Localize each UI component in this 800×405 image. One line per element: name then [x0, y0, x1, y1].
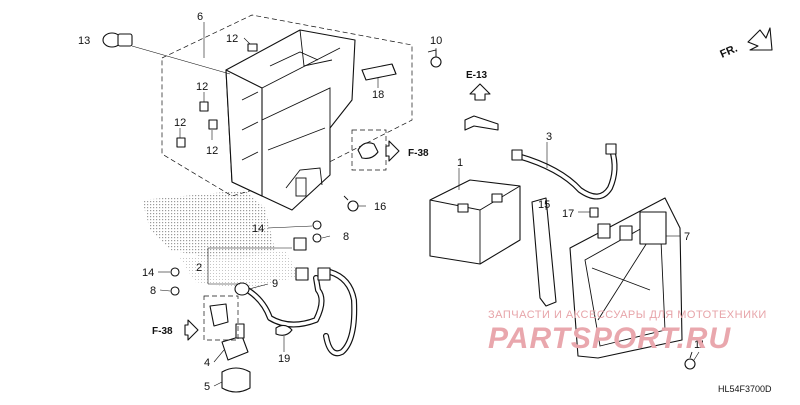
strap-part-15: [531, 197, 557, 307]
f38-left-arrow: [184, 319, 199, 341]
callout-5: 5: [204, 381, 210, 393]
callout-9: 9: [272, 278, 278, 290]
watermark-caption: ЗАПЧАСТИ И АКСЕССУАРЫ ДЛЯ МОТОТЕХНИКИ: [488, 309, 767, 321]
washer-part-8-upper: [312, 233, 322, 243]
terminal-cover-part-2b: [295, 267, 309, 281]
callout-16: 16: [374, 201, 386, 213]
front-direction-indicator: FR.: [718, 27, 773, 61]
f38-right-reference: [351, 129, 400, 171]
callout-14-lower: 14: [142, 267, 154, 279]
battery-cable-part-3: [511, 143, 618, 200]
relay-terminal: [235, 323, 245, 339]
callout-18: 18: [372, 89, 384, 101]
nut-part-14-upper: [312, 220, 322, 230]
relay-cover-part-5: [221, 367, 251, 393]
clip-part-12-c: [176, 137, 186, 148]
f38-left-connector: [209, 303, 229, 327]
battery-tray-part-7: [569, 197, 683, 359]
front-label: FR.: [718, 43, 739, 61]
terminal-cover-part-2c: [317, 267, 331, 281]
callout-14-upper: 14: [252, 223, 264, 235]
bolt-part-10: [427, 49, 442, 68]
leader-lines: [158, 22, 700, 387]
e13-reference: [464, 83, 499, 131]
battery-part-1: [429, 179, 521, 265]
callout-13: 13: [78, 35, 90, 47]
callout-12-b: 12: [196, 81, 208, 93]
background-logo-watermark: [142, 190, 300, 290]
washer-part-8-lower: [170, 286, 180, 296]
battery-box-part-6: [225, 29, 356, 211]
callout-numbers: 1 2 3 4 5 6 7 8 8 9 10 11 12 12 12 12 13…: [78, 11, 705, 393]
callout-6: 6: [197, 11, 203, 23]
pad-part-18: [361, 63, 397, 81]
watermark-logo-text: PARTSPORT.RU: [488, 322, 731, 355]
band-part-19: [275, 324, 293, 336]
callout-1: 1: [457, 157, 463, 169]
ref-f38-left: F-38: [152, 326, 173, 337]
callout-15: 15: [538, 199, 550, 211]
clip-part-12-b: [199, 101, 209, 112]
callout-17: 17: [562, 208, 574, 220]
callout-11: 11: [694, 339, 705, 351]
nut-part-14-lower: [170, 267, 180, 277]
clip-part-12-d: [208, 119, 218, 130]
part-6-outline: [161, 14, 413, 197]
ref-e13: E-13: [466, 70, 488, 81]
bolt-part-11: [684, 351, 696, 370]
terminal-cover-part-2a: [293, 237, 307, 251]
terminal-cap-part-9: [234, 282, 250, 296]
callout-2: 2: [196, 262, 202, 274]
callout-12-a: 12: [226, 33, 238, 45]
callout-4: 4: [204, 357, 210, 369]
bolt-part-16: [343, 195, 359, 212]
callout-12-d: 12: [206, 145, 218, 157]
drawing-code: HL54F3700D: [718, 384, 772, 394]
starter-relay-part-4: [221, 335, 249, 361]
clamp-part-13: [102, 32, 231, 75]
callout-19: 19: [278, 353, 290, 365]
callout-12-c: 12: [174, 117, 186, 129]
callout-3: 3: [546, 131, 552, 143]
front-arrow-icon: [747, 27, 773, 51]
starter-wiring-cluster: [170, 220, 358, 393]
nut-part-17: [589, 207, 599, 218]
callout-7: 7: [684, 231, 690, 243]
f38-left-frame: [203, 295, 239, 341]
pad-edge: [391, 63, 397, 75]
callout-8-lower: 8: [150, 285, 156, 297]
callout-10: 10: [430, 35, 442, 47]
clip-part-12-a: [247, 43, 258, 52]
ref-f38-right: F-38: [408, 148, 429, 159]
callout-8-upper: 8: [343, 231, 349, 243]
